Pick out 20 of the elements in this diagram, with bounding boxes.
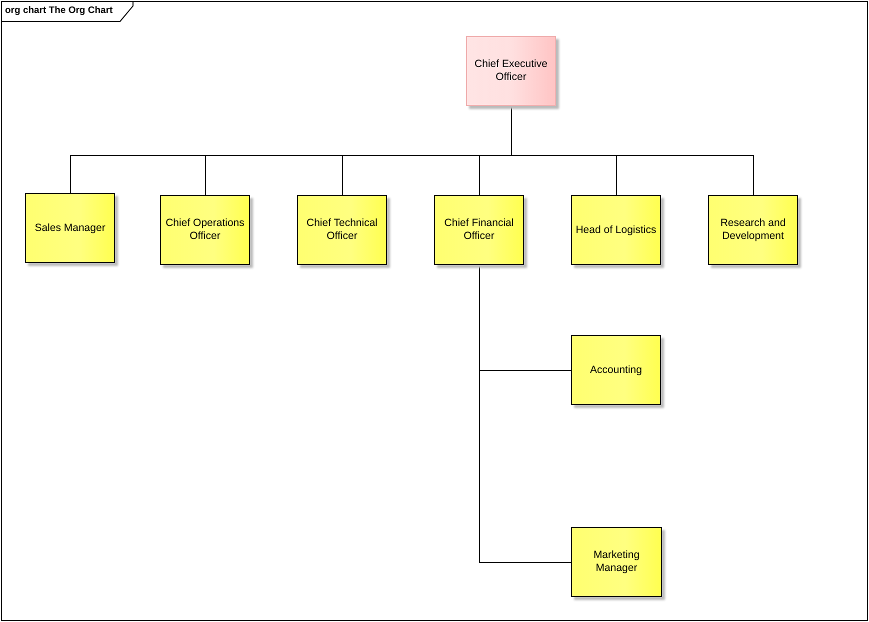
position-title: Chief Executive Officer	[474, 58, 548, 84]
position-box	[297, 195, 387, 265]
reporting-line	[511, 106, 754, 196]
position-title: Accounting	[589, 364, 643, 376]
position-title: Chief Operations Officer	[164, 217, 246, 243]
position-title: Chief Financial Officer	[443, 217, 515, 243]
executive-box	[466, 36, 556, 106]
position-title: Head of Logistics	[574, 224, 658, 236]
position-title: Marketing Manager	[592, 549, 641, 575]
position-box	[434, 195, 524, 265]
position-box	[25, 193, 115, 263]
position-title: Sales Manager	[34, 222, 106, 234]
position-box	[571, 335, 661, 405]
diagram-title: org chart The Org Chart	[5, 5, 113, 16]
position-title: Chief Technical Officer	[305, 217, 378, 243]
position-box	[708, 195, 798, 265]
position-box	[160, 195, 250, 265]
position-box	[571, 195, 661, 265]
position-title: Research and Development	[719, 217, 787, 243]
position-box	[571, 527, 662, 597]
